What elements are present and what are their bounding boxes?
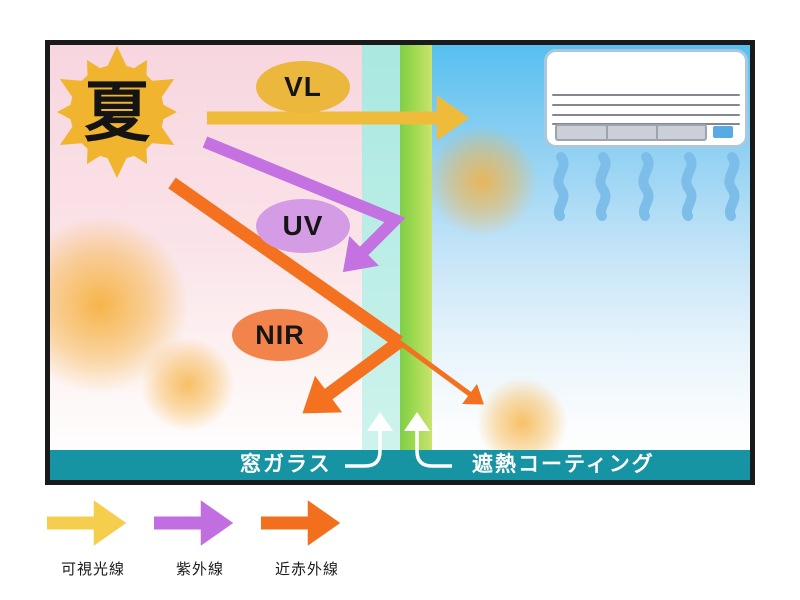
legend-item-visible-light: 可視光線 — [45, 500, 141, 579]
ac-indicator-light — [713, 126, 733, 138]
ac-vent-line — [552, 114, 740, 116]
uv-badge: UV — [256, 199, 350, 253]
uv-badge-text: UV — [282, 210, 324, 241]
near-infrared-legend-arrow — [261, 500, 341, 546]
rays-overlay — [57, 46, 750, 468]
air-conditioner-icon — [544, 49, 748, 148]
nir-arrow-transmitted — [397, 339, 484, 405]
nir-arrow-reflected — [302, 336, 403, 414]
diagram-panel: 窓ガラス 遮熱コーティング — [45, 40, 755, 485]
legend-item-near-infrared: 近赤外線 — [259, 500, 355, 579]
heat-glow — [426, 125, 538, 237]
nir-badge: NIR — [232, 309, 328, 361]
legend-item-ultraviolet: 紫外線 — [152, 500, 248, 579]
bottom-label-bar: 窓ガラス 遮熱コーティング — [50, 450, 750, 480]
ac-vent-line — [552, 104, 740, 106]
ac-louver-divider — [606, 126, 608, 139]
ac-vent-line — [552, 94, 740, 96]
nir-arrow-incoming — [168, 177, 403, 348]
cool-air-squiggles-icon — [558, 157, 734, 216]
summer-sun-label: 夏 — [84, 75, 150, 149]
ac-louver — [555, 124, 707, 141]
vl-badge-text: VL — [284, 71, 322, 102]
vl-badge: VL — [256, 61, 350, 113]
visible-light-legend-arrow — [47, 500, 127, 546]
uv-arrow-reflected — [202, 136, 406, 273]
legend-label-near-infrared: 近赤外線 — [274, 561, 339, 578]
nir-badge-text: NIR — [255, 319, 305, 350]
legend-label-visible-light: 可視光線 — [60, 561, 125, 578]
heat-glow — [140, 337, 235, 432]
ultraviolet-legend-arrow — [154, 500, 234, 546]
window-glass-label: 窓ガラス — [240, 453, 332, 476]
legend-label-ultraviolet: 紫外線 — [175, 561, 224, 578]
ac-louver-divider — [656, 126, 658, 139]
coating-label: 遮熱コーティング — [472, 453, 655, 476]
glass-pointer-arrow — [345, 412, 393, 468]
sun-icon — [57, 46, 177, 178]
coating-pointer-arrow — [404, 412, 452, 468]
